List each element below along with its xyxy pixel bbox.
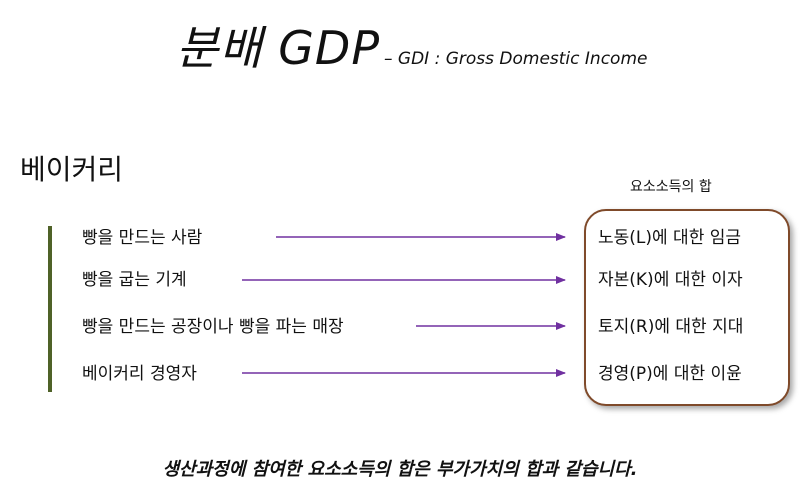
footer-note: 생산과정에 참여한 요소소득의 합은 부가가치의 합과 같습니다. bbox=[162, 459, 638, 480]
source-label-management: 베이커리 경영자 bbox=[82, 364, 197, 384]
source-label-labor: 빵을 만드는 사람 bbox=[82, 228, 203, 248]
factor-income-box bbox=[584, 209, 790, 406]
income-label-wage: 노동(L)에 대한 임금 bbox=[598, 228, 742, 248]
source-label-capital: 빵을 굽는 기계 bbox=[82, 270, 187, 290]
income-label-rent: 토지(R)에 대한 지대 bbox=[598, 317, 744, 337]
income-label-profit: 경영(P)에 대한 이윤 bbox=[598, 364, 742, 384]
income-label-interest: 자본(K)에 대한 이자 bbox=[598, 270, 743, 290]
source-label-land: 빵을 만드는 공장이나 빵을 파는 매장 bbox=[82, 317, 344, 337]
factor-box-caption: 요소소득의 합 bbox=[630, 179, 712, 195]
section-heading: 베이커리 bbox=[20, 153, 124, 186]
page-subtitle: – GDI : Gross Domestic Income bbox=[384, 49, 648, 69]
page-title: 분배 GDP bbox=[176, 21, 381, 75]
sidebar-accent-bar bbox=[48, 226, 52, 392]
